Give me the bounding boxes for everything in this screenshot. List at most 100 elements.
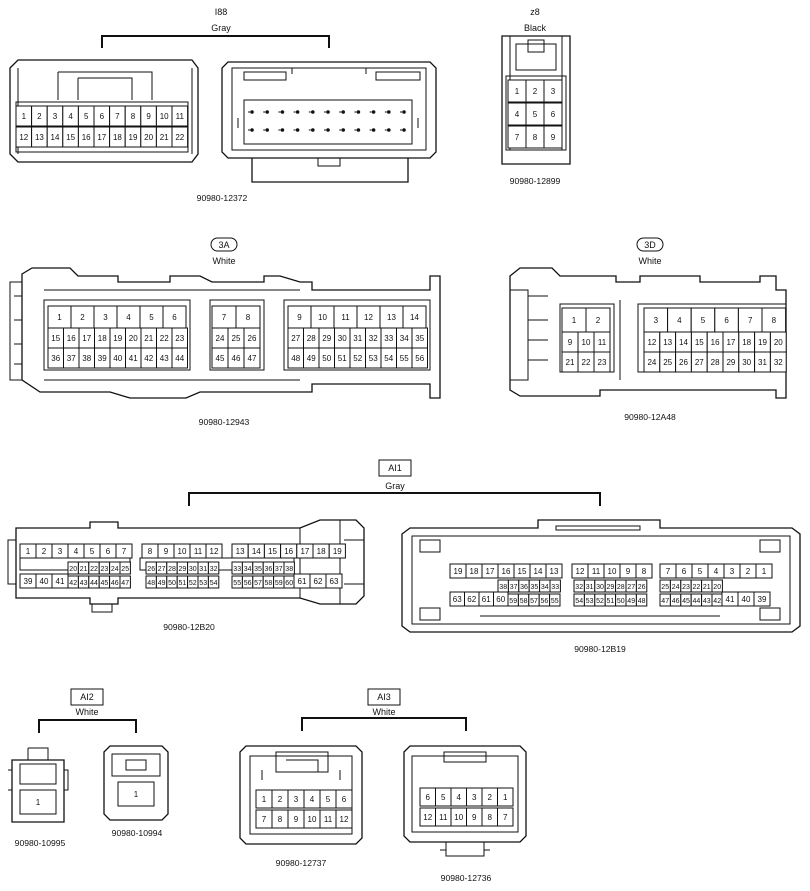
pin-socket-dot	[295, 110, 300, 114]
pin-number: 13	[663, 338, 672, 347]
pin-number: 52	[596, 598, 604, 605]
pin-number: 39	[24, 577, 33, 586]
pin-number: 20	[774, 338, 783, 347]
pin-number: 25	[661, 584, 669, 591]
pin-number: 12	[423, 813, 432, 822]
pin-cell	[119, 561, 131, 575]
pin-number: 50	[617, 598, 625, 605]
group-color-z8: Black	[524, 23, 547, 33]
pin-number: 15	[66, 133, 75, 142]
pin-socket-dot	[311, 128, 315, 132]
pin-number: 41	[726, 595, 735, 604]
pin-number: 38	[499, 584, 507, 591]
pin-number: 50	[168, 580, 176, 587]
pin-number: 3	[294, 795, 299, 804]
pin-socket-dot	[341, 128, 346, 132]
pin-number: 55	[400, 354, 409, 363]
pin-cell	[753, 591, 771, 607]
pin-number: 11	[592, 567, 601, 576]
pin-number: 42	[144, 354, 153, 363]
pin-number: 17	[726, 338, 735, 347]
pin-number: 16	[284, 547, 293, 556]
pin-number: 9	[568, 338, 573, 347]
pin-cell	[769, 351, 787, 373]
pin-number: 43	[703, 598, 711, 605]
pin-number: 37	[67, 354, 76, 363]
pin-number: 1	[57, 313, 62, 322]
pin-number: 35	[531, 584, 539, 591]
pin-socket-dot	[387, 110, 391, 114]
pin-number: 40	[742, 595, 751, 604]
pin-number: 1	[762, 567, 767, 576]
part-number-90980-12736: 90980-12736	[441, 873, 492, 883]
pin-number: 44	[693, 598, 701, 605]
pin-cell	[497, 807, 514, 827]
pin-number: 13	[387, 313, 396, 322]
pin-number: 1	[26, 547, 31, 556]
pin-number: 9	[294, 815, 299, 824]
pin-cell	[635, 593, 648, 607]
pin-number: 16	[711, 338, 720, 347]
pin-number: 16	[67, 334, 76, 343]
pin-number: 46	[672, 598, 680, 605]
pin-number: 41	[56, 577, 65, 586]
pin-number: 12	[210, 547, 219, 556]
pin-cell	[171, 105, 189, 127]
pin-number: 44	[90, 580, 98, 587]
pin-number: 15	[695, 338, 704, 347]
pin-number: 14	[534, 567, 543, 576]
pin-number: 17	[486, 567, 495, 576]
pin-socket-dot	[295, 128, 300, 132]
pin-number: 3	[53, 112, 58, 121]
pin-number: 54	[210, 580, 218, 587]
pin-number: 2	[488, 793, 493, 802]
pin-number: 51	[179, 580, 187, 587]
pin-socket-dot	[371, 110, 376, 114]
pin-number: 33	[384, 334, 393, 343]
pin-cell	[283, 561, 295, 575]
pin-number: 46	[111, 580, 119, 587]
pin-number: 24	[647, 358, 656, 367]
pin-number: 7	[122, 547, 127, 556]
pin-number: 1	[503, 793, 508, 802]
pin-number: 32	[210, 566, 218, 573]
pin-number: 7	[115, 112, 120, 121]
group-badge-3a	[210, 237, 238, 252]
pin-socket-dot	[402, 110, 406, 114]
pin-cell	[171, 347, 188, 369]
pin-number: 2	[746, 567, 751, 576]
pin-cell	[411, 347, 428, 369]
pin-number: 1	[134, 790, 139, 799]
pin-number: 51	[607, 598, 615, 605]
group-badge-3d	[636, 237, 664, 252]
pin-cell	[561, 307, 587, 333]
pin-number: 24	[111, 566, 119, 573]
pin-number: 27	[627, 584, 635, 591]
pin-number: 8	[246, 313, 251, 322]
pin-number: 29	[607, 584, 615, 591]
pin-number: 54	[384, 354, 393, 363]
pin-number: 63	[453, 595, 462, 604]
pin-number: 20	[129, 334, 138, 343]
pin-number: 22	[175, 133, 184, 142]
pin-number: 45	[216, 354, 225, 363]
part-number-90980-12A48: 90980-12A48	[624, 412, 676, 422]
pin-number: 8	[131, 112, 136, 121]
pin-number: 10	[160, 112, 169, 121]
pin-number: 63	[330, 577, 339, 586]
pin-number: 6	[106, 547, 111, 556]
pin-number: 21	[160, 133, 169, 142]
pin-number: 26	[638, 584, 646, 591]
pin-number: 3	[472, 793, 477, 802]
pin-number: 39	[98, 354, 107, 363]
pin-number: 61	[482, 595, 491, 604]
pin-cell	[497, 787, 514, 807]
pin-number: 22	[90, 566, 98, 573]
pin-socket-dot	[280, 128, 285, 132]
part-number-90980-12B19: 90980-12B19	[574, 644, 626, 654]
group-name-3d: 3D	[644, 240, 656, 250]
pin-number: 50	[322, 354, 331, 363]
